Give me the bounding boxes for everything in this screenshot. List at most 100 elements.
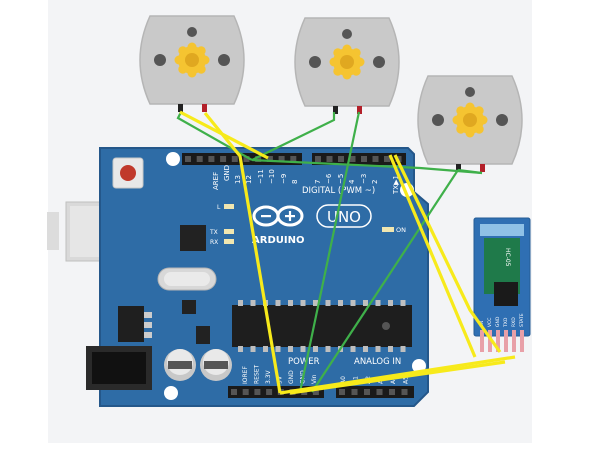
bluetooth-pin[interactable] — [520, 330, 524, 352]
wire-signal[interactable] — [388, 154, 477, 358]
analog-pin-label: A5 — [403, 376, 410, 384]
bluetooth-pin-label: GND — [495, 316, 501, 327]
header-pin-hole[interactable] — [208, 156, 215, 162]
wire-signal[interactable] — [393, 154, 502, 353]
regulator-leg — [144, 312, 152, 318]
wire-ground[interactable] — [176, 111, 253, 161]
dc-motor[interactable]: DC Motor 2 — [294, 17, 400, 114]
bluetooth-pin-label: VCC — [487, 318, 493, 327]
chip-pin — [388, 300, 393, 306]
power-pin-label: 5V — [277, 375, 284, 384]
l-led-label: L — [217, 204, 221, 211]
header-pin-hole[interactable] — [351, 389, 358, 395]
wire-ground[interactable] — [457, 168, 483, 175]
header-pin-hole[interactable] — [254, 389, 261, 395]
on-led-label: ON — [396, 226, 406, 234]
antenna-area — [480, 224, 524, 236]
small-chip — [182, 300, 196, 314]
wire-signal[interactable] — [279, 355, 516, 395]
digital-pin-label: ~9 — [280, 174, 288, 184]
usb-chip — [180, 225, 206, 251]
wires[interactable] — [176, 110, 516, 395]
dc-motor[interactable]: DC Motor 1 — [139, 15, 245, 112]
wire-signal[interactable] — [179, 110, 269, 160]
header-pin-hole[interactable] — [384, 156, 390, 162]
header-pin-hole[interactable] — [364, 389, 370, 395]
chip-pin — [250, 300, 256, 306]
header-pin-hole[interactable] — [338, 156, 344, 162]
header-pin-hole[interactable] — [339, 389, 345, 395]
motor-terminal[interactable] — [178, 104, 183, 112]
bluetooth-pin[interactable] — [512, 330, 516, 352]
header-pin-hole[interactable] — [349, 156, 356, 162]
header-pin-hole[interactable] — [315, 156, 321, 162]
digital-pwm-label: DIGITAL (PWM ~) — [302, 186, 375, 196]
header-pin-hole[interactable] — [255, 156, 262, 162]
chip-pin — [238, 300, 243, 306]
mount-hole — [164, 386, 178, 400]
header-pin-hole[interactable] — [220, 156, 227, 162]
header-pin-hole[interactable] — [196, 156, 203, 162]
aref-pin-label: AREF — [212, 172, 220, 190]
reset-button[interactable] — [112, 157, 144, 189]
motor-screw — [342, 29, 352, 39]
header-pin-hole[interactable] — [243, 156, 250, 162]
crystal-oscillator-top — [164, 272, 210, 286]
small-chip — [196, 326, 210, 344]
dc-motor[interactable]: DC Motor 3 — [417, 75, 523, 172]
power-pin-label: 3.3V — [265, 369, 272, 384]
motor-terminal[interactable] — [357, 106, 362, 114]
power-label: POWER — [288, 357, 320, 367]
motor-terminal[interactable] — [333, 106, 338, 114]
rx-led — [224, 239, 234, 244]
wire-ground[interactable] — [251, 112, 336, 161]
motor-screw — [187, 27, 197, 37]
bluetooth-pin[interactable] — [488, 330, 492, 352]
chip-pin — [275, 300, 281, 306]
header-pin-hole[interactable] — [278, 156, 285, 162]
digital-header-right[interactable] — [312, 153, 406, 165]
wire-ground[interactable] — [298, 111, 361, 393]
digital-pin-label: ~6 — [325, 173, 333, 184]
chip-pin — [250, 346, 256, 352]
header-pin-hole[interactable] — [266, 389, 273, 395]
chip-pin — [400, 346, 406, 352]
header-pin-hole[interactable] — [361, 156, 367, 162]
chip-pin — [363, 346, 368, 352]
header-pin-hole[interactable] — [185, 156, 191, 162]
voltage-regulator — [118, 306, 144, 342]
motor-screw — [465, 87, 475, 97]
header-pin-hole[interactable] — [389, 389, 395, 395]
motor-terminal[interactable] — [202, 104, 207, 112]
header-pin-hole[interactable] — [376, 389, 383, 395]
header-pin-hole[interactable] — [231, 156, 238, 162]
motor-terminal[interactable] — [456, 164, 461, 172]
bluetooth-pin[interactable] — [480, 330, 484, 352]
header-pin-hole[interactable] — [290, 156, 297, 162]
header-pin-hole[interactable] — [231, 389, 237, 395]
header-pin-hole[interactable] — [312, 389, 319, 395]
header-pin-hole[interactable] — [401, 389, 408, 395]
wire-signal[interactable] — [289, 360, 506, 395]
chip-pin — [300, 300, 306, 306]
wire-signal[interactable] — [203, 111, 282, 394]
bluetooth-pin[interactable] — [504, 330, 508, 352]
bluetooth-pin[interactable] — [496, 330, 500, 352]
chip-pin — [350, 346, 356, 352]
motor-terminal[interactable] — [480, 164, 485, 172]
digital-pin-label: ~3 — [360, 174, 368, 184]
header-pin-hole[interactable] — [326, 156, 333, 162]
digital-pin-label: 4 — [348, 179, 356, 184]
header-pin-hole[interactable] — [372, 156, 379, 162]
header-pin-hole[interactable] — [266, 156, 273, 162]
digital-pin-label: 2 — [371, 180, 379, 184]
wire-ground[interactable] — [311, 169, 459, 393]
chip-pin — [375, 346, 381, 352]
chip-pin — [363, 300, 368, 306]
chip-pin — [313, 300, 318, 306]
header-pin-hole[interactable] — [242, 389, 249, 395]
